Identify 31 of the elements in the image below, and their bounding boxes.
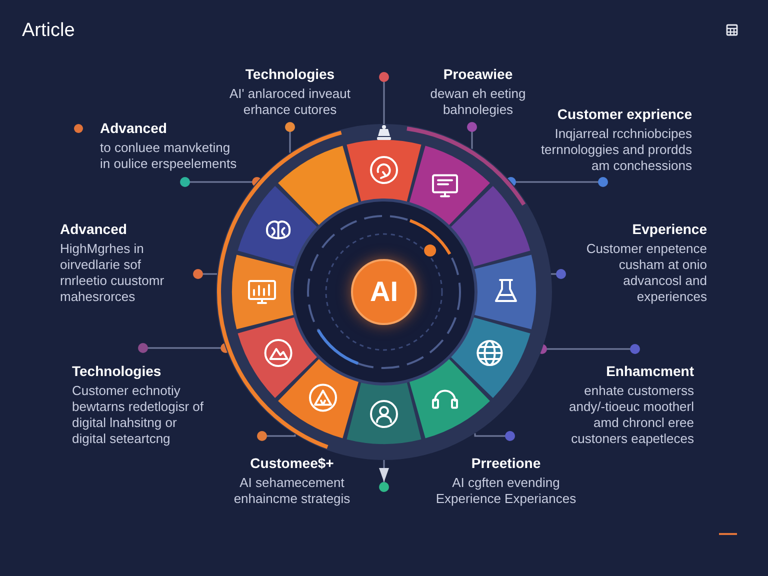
leader-line (180, 177, 262, 187)
callout-text: AI cgften evending Experience Experiances (434, 475, 578, 507)
callout-text: AI' anlaroced inveaut erhance cutores (228, 86, 352, 118)
callout-heading: Technologies (245, 65, 335, 83)
callout-text: Customer echnotiy bewtarns redetlogisr of digital lnahsitng or digital seteartcng (72, 383, 205, 447)
callout-heading: Enhamcment (606, 362, 694, 380)
leader-line (383, 82, 385, 124)
callout-text: enhate customerss andy/-tioeuc mootherl amd chroncl eree custoners eapetleces (568, 383, 694, 447)
leader-line (551, 269, 566, 279)
leader-line (285, 122, 295, 153)
leader-line (467, 122, 477, 149)
arrow (379, 460, 389, 482)
leader-line (474, 431, 515, 441)
callout-text: AI sehamecement enhaincme strategis (232, 475, 352, 507)
callout-text: Inqjarreal rcchniobcipes ternnologgies and prordds am conchessions (540, 126, 692, 174)
callout-heading: Technologies (72, 362, 162, 380)
callout-text: HighMgrhes in oirvedlarie sof rnrleetio cuustomr mahesrorces (60, 241, 166, 305)
callout-heading: Customee$+ (250, 454, 334, 472)
callout-heading: Advanced (100, 119, 167, 137)
callout-heading: Proeawiee (443, 65, 513, 83)
callout-heading: Customer exprience (557, 105, 692, 123)
leader-line (506, 177, 608, 187)
callout-text: to conluee manvketing in oulice erspeelements (100, 140, 238, 172)
page-title: Article (22, 19, 75, 43)
callout-heading: Evperience (632, 220, 707, 238)
leader-line (193, 269, 217, 279)
callout-heading: Advanced (60, 220, 127, 238)
callout-text: Customer enpetence cusham at onio advancosl and experiences (585, 241, 707, 305)
callout-heading: Prreetione (471, 454, 541, 472)
leader-line (257, 431, 296, 441)
callout-text: dewan eh eeting bahnolegies (429, 86, 527, 118)
